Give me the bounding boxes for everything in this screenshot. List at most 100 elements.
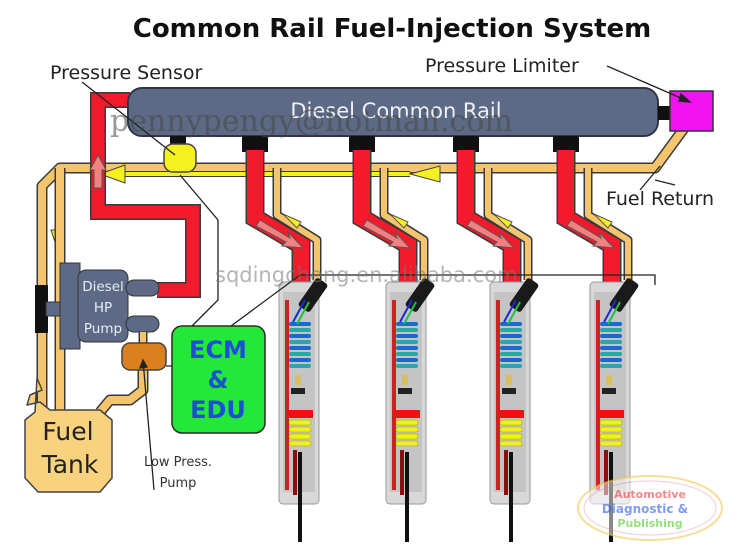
limiter-connector [658, 106, 670, 120]
solenoid-coil [500, 352, 522, 356]
pressure-sensor-label: Pressure Sensor [50, 62, 202, 84]
pressure-sensor [163, 143, 197, 173]
solenoid-coil [500, 322, 522, 326]
injector [589, 278, 639, 542]
solenoid-coil [396, 340, 418, 344]
solenoid-coil [289, 334, 311, 338]
nozzle-spring [599, 419, 623, 426]
rail-outlet-connector [349, 136, 375, 152]
nozzle-spring [499, 426, 523, 433]
solenoid-coil [289, 364, 311, 368]
logo-line-1: Automotive [614, 488, 686, 501]
solenoid-coil [600, 322, 622, 326]
nozzle-spring [599, 426, 623, 433]
fuel-return-label: Fuel Return [606, 188, 714, 210]
hp-pump-label-1: Diesel [82, 279, 124, 295]
return-arrow-icon [282, 213, 302, 229]
ecm-edu-module: ECM & EDU [171, 325, 266, 434]
solenoid-coil [500, 364, 522, 368]
solenoid-coil [396, 358, 418, 362]
electrical-connector [405, 278, 435, 312]
fuel-passage [496, 300, 500, 490]
logo-line-3: Publishing [617, 517, 682, 530]
hp-pump-label-3: Pump [84, 321, 122, 337]
solenoid-coil [600, 340, 622, 344]
solenoid-coil [600, 334, 622, 338]
fuel-passage [392, 300, 396, 490]
solenoid-coil [289, 346, 311, 350]
injector [385, 278, 435, 542]
electrical-connector [509, 278, 539, 312]
logo-line-2: Diagnostic & [602, 502, 688, 516]
return-arrow-icon [389, 213, 409, 229]
return-arrow-icon [593, 213, 613, 229]
watermark-site: sqdingcheng.en.alibaba.com [215, 263, 518, 287]
injector [278, 278, 328, 542]
electrical-connector [609, 278, 639, 312]
injector-bodies [278, 278, 639, 542]
flow-arrow-left-icon [98, 164, 126, 184]
nozzle-spring [599, 433, 623, 440]
solenoid-coil [600, 328, 622, 332]
nozzle-spring [499, 419, 523, 426]
solenoid-coil [289, 322, 311, 326]
nozzle-spring [288, 433, 312, 440]
fuel-passage [285, 300, 289, 490]
solenoid-coil [289, 352, 311, 356]
high-pressure-supply-line [89, 92, 201, 298]
solenoid-coil [396, 322, 418, 326]
nozzle-spring [288, 419, 312, 426]
solenoid-coil [500, 346, 522, 350]
leader-lines [81, 65, 692, 191]
solenoid-coil [396, 346, 418, 350]
solenoid-coil [600, 358, 622, 362]
nozzle-spring [395, 440, 419, 447]
injector-feed-lines [242, 136, 633, 290]
hp-pump-label-2: HP [94, 300, 112, 316]
ecm-label-2: & [208, 366, 229, 394]
nozzle-spring [288, 426, 312, 433]
solenoid-coil [396, 352, 418, 356]
flow-arrow-icon [466, 219, 516, 249]
solenoid-coil [500, 358, 522, 362]
flow-arrow-left-icon [408, 165, 441, 183]
low-pressure-pump [95, 332, 167, 416]
solenoid-coil [500, 334, 522, 338]
fuel-tank: Fuel Tank [24, 377, 113, 493]
flow-arrow-up-icon [89, 153, 107, 189]
pressure-limiter-label: Pressure Limiter [425, 55, 579, 77]
nozzle-spring [395, 419, 419, 426]
pressure-limiter [669, 90, 714, 132]
nozzle-spring [395, 433, 419, 440]
electrical-connector [298, 278, 328, 312]
hp-pump: Diesel HP Pump [35, 262, 160, 350]
rail-outlet-connector [242, 136, 268, 152]
nozzle-spring [288, 440, 312, 447]
flow-arrow-icon [255, 219, 305, 249]
solenoid-coil [289, 340, 311, 344]
nozzle-spring [499, 440, 523, 447]
ecm-label-1: ECM [189, 336, 247, 364]
injector [489, 278, 539, 542]
solenoid-coil [600, 352, 622, 356]
solenoid-coil [396, 334, 418, 338]
fuel-passage [596, 300, 600, 490]
rail-outlet-connector [453, 136, 479, 152]
solenoid-coil [600, 364, 622, 368]
return-arrow-icon [493, 213, 513, 229]
solenoid-coil [289, 358, 311, 362]
lp-pump-label-1: Low Press. [144, 455, 212, 470]
ecm-label-3: EDU [190, 396, 246, 424]
flow-arrow-icon [362, 219, 412, 249]
nozzle-needle [509, 452, 513, 542]
solenoid-coil [500, 328, 522, 332]
solenoid-coil [289, 328, 311, 332]
solenoid-coil [500, 340, 522, 344]
watermark-email: pennypengy@hotmail.com [110, 104, 513, 139]
rail-outlet-connector [553, 136, 579, 152]
nozzle-spring [395, 426, 419, 433]
nozzle-needle [298, 452, 302, 542]
diagram-title: Common Rail Fuel-Injection System [133, 14, 652, 44]
tank-label-2: Tank [41, 450, 99, 479]
